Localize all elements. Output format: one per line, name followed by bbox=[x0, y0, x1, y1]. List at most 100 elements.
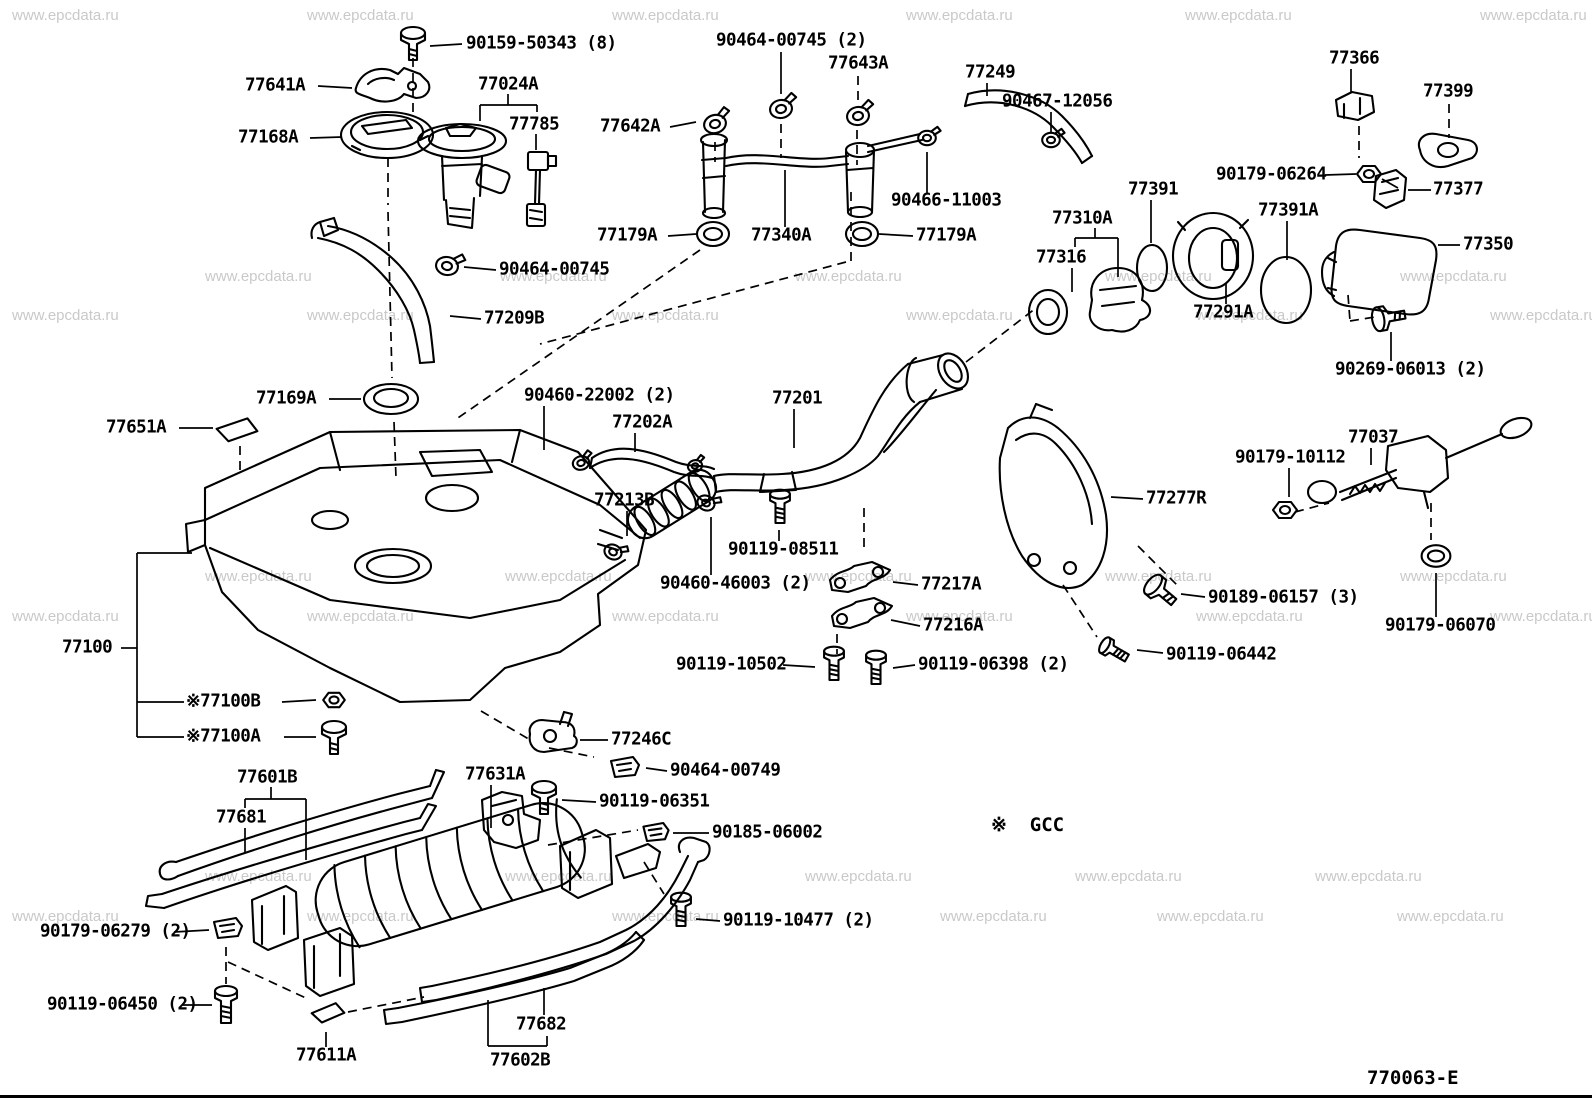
assembly-dashed-line bbox=[644, 862, 664, 894]
part-label-77350[interactable]: 77350 bbox=[1463, 234, 1514, 255]
part-label-77316[interactable]: 77316 bbox=[1036, 247, 1087, 268]
part-label-90464-00749[interactable]: 90464-00749 bbox=[670, 760, 781, 781]
part-label-90119-06450[interactable]: 90119-06450 (2) bbox=[47, 994, 198, 1015]
part-label-77202A[interactable]: 77202A bbox=[612, 412, 673, 433]
watermark-text: www.epcdata.ru bbox=[906, 7, 1013, 24]
watermark-text: www.epcdata.ru bbox=[1105, 568, 1212, 585]
bottom-border-line bbox=[0, 1095, 1592, 1098]
part-label-90119-06351[interactable]: 90119-06351 bbox=[599, 791, 710, 812]
assembly-dashed-line bbox=[540, 262, 846, 344]
part-label-77643A[interactable]: 77643A bbox=[828, 53, 889, 74]
part-label-90464-00745-2[interactable]: 90464-00745 (2) bbox=[716, 30, 867, 51]
filler-pipe-protector-77277R bbox=[1000, 404, 1107, 588]
part-label-90179-06070[interactable]: 90179-06070 bbox=[1385, 615, 1496, 636]
watermark-text: www.epcdata.ru bbox=[1157, 908, 1264, 925]
part-label-77399[interactable]: 77399 bbox=[1423, 81, 1474, 102]
part-label-77246C[interactable]: 77246C bbox=[611, 729, 672, 750]
part-label-77216A[interactable]: 77216A bbox=[923, 615, 984, 636]
watermark-text: www.epcdata.ru bbox=[795, 268, 902, 285]
part-label-77391[interactable]: 77391 bbox=[1128, 179, 1179, 200]
part-label-90189-06157[interactable]: 90189-06157 (3) bbox=[1208, 587, 1359, 608]
part-label-77277R[interactable]: 77277R bbox=[1146, 488, 1207, 509]
watermark-text: www.epcdata.ru bbox=[505, 568, 612, 585]
part-label-77366[interactable]: 77366 bbox=[1329, 48, 1380, 69]
part-label-77168A[interactable]: 77168A bbox=[238, 127, 299, 148]
part-label-77310A[interactable]: 77310A bbox=[1052, 208, 1113, 229]
pump-bracket-77641A bbox=[356, 68, 430, 101]
part-label-90464-00745[interactable]: 90464-00745 bbox=[499, 259, 610, 280]
part-label-90269-06013[interactable]: 90269-06013 (2) bbox=[1335, 359, 1486, 380]
tank-band-upper-77601B bbox=[160, 770, 444, 880]
assembly-dashed-line bbox=[348, 997, 424, 1012]
part-label-90185-06002[interactable]: 90185-06002 bbox=[712, 822, 823, 843]
part-label-77100[interactable]: 77100 bbox=[62, 637, 113, 658]
part-label-90119-10477[interactable]: 90119-10477 (2) bbox=[723, 910, 874, 931]
watermark-text: www.epcdata.ru bbox=[307, 7, 414, 24]
assembly-dashed-line bbox=[1138, 546, 1177, 585]
part-label-77391A[interactable]: 77391A bbox=[1258, 200, 1319, 221]
watermark-text: www.epcdata.ru bbox=[12, 307, 119, 324]
part-label-90119-08511[interactable]: 90119-08511 bbox=[728, 539, 839, 560]
leader-line bbox=[668, 234, 696, 236]
gasket-77391A bbox=[1261, 257, 1311, 323]
part-label-90119-10502[interactable]: 90119-10502 bbox=[676, 654, 787, 675]
assembly-dashed-line bbox=[1063, 585, 1097, 637]
fuel-sender-77785 bbox=[527, 152, 556, 226]
part-label-77100A[interactable]: ※77100A bbox=[186, 726, 261, 747]
part-label-90467-12056[interactable]: 90467-12056 bbox=[1002, 91, 1113, 112]
part-label-77641A[interactable]: 77641A bbox=[245, 75, 306, 96]
part-label-77631A[interactable]: 77631A bbox=[465, 764, 526, 785]
part-label-77217A[interactable]: 77217A bbox=[921, 574, 982, 595]
part-label-77602B[interactable]: 77602B bbox=[490, 1050, 551, 1071]
fuel-cap-77310A bbox=[1090, 268, 1150, 332]
leader-line bbox=[310, 137, 342, 138]
part-label-77340A[interactable]: 77340A bbox=[751, 225, 812, 246]
gasket-77391 bbox=[1137, 245, 1167, 291]
watermark-text: www.epcdata.ru bbox=[307, 908, 414, 925]
part-label-90460-22002[interactable]: 90460-22002 (2) bbox=[524, 385, 675, 406]
part-label-90179-10112[interactable]: 90179-10112 bbox=[1235, 447, 1346, 468]
part-label-77601B[interactable]: 77601B bbox=[237, 767, 298, 788]
part-label-77201[interactable]: 77201 bbox=[772, 388, 823, 409]
part-label-77037[interactable]: 77037 bbox=[1348, 427, 1399, 448]
part-label-90460-46003[interactable]: 90460-46003 (2) bbox=[660, 573, 811, 594]
leader-line bbox=[893, 665, 915, 668]
part-label-77651A[interactable]: 77651A bbox=[106, 417, 167, 438]
part-label-90466-11003[interactable]: 90466-11003 bbox=[891, 190, 1002, 211]
leader-line bbox=[430, 44, 462, 46]
part-label-77377[interactable]: 77377 bbox=[1433, 179, 1484, 200]
watermark-text: www.epcdata.ru bbox=[1185, 7, 1292, 24]
leader-line bbox=[282, 700, 316, 702]
part-label-77611A[interactable]: 77611A bbox=[296, 1045, 357, 1066]
assembly-dashed-line bbox=[549, 748, 594, 757]
ring-77169A bbox=[364, 384, 418, 414]
part-label-77642A[interactable]: 77642A bbox=[600, 116, 661, 137]
part-label-77249[interactable]: 77249 bbox=[965, 62, 1016, 83]
watermark-text: www.epcdata.ru bbox=[940, 908, 1047, 925]
leader-line bbox=[696, 919, 720, 921]
part-label-77169A[interactable]: 77169A bbox=[256, 388, 317, 409]
part-label-90119-06398[interactable]: 90119-06398 (2) bbox=[918, 654, 1069, 675]
watermark-text: www.epcdata.ru bbox=[612, 7, 719, 24]
part-label-77682[interactable]: 77682 bbox=[516, 1014, 567, 1035]
part-label-90159-50343[interactable]: 90159-50343 (8) bbox=[466, 33, 617, 54]
part-label-77100B[interactable]: ※77100B bbox=[186, 691, 261, 712]
part-label-77785[interactable]: 77785 bbox=[509, 114, 560, 135]
part-label-77291A[interactable]: 77291A bbox=[1193, 302, 1254, 323]
watermark-text: www.epcdata.ru bbox=[612, 608, 719, 625]
part-label-90119-06442[interactable]: 90119-06442 bbox=[1166, 644, 1277, 665]
breather-tube-77209B bbox=[311, 218, 434, 363]
part-label-77681[interactable]: 77681 bbox=[216, 807, 267, 828]
part-label-77213B[interactable]: 77213B bbox=[594, 490, 655, 511]
part-label-77024A[interactable]: 77024A bbox=[478, 74, 539, 95]
part-label-77179A-right[interactable]: 77179A bbox=[916, 225, 977, 246]
lid-lock-control-77037 bbox=[1308, 414, 1534, 508]
fuel-hose-77249 bbox=[965, 90, 1092, 163]
part-label-77179A-left[interactable]: 77179A bbox=[597, 225, 658, 246]
leader-line bbox=[174, 930, 209, 932]
part-label-90179-06264[interactable]: 90179-06264 bbox=[1216, 164, 1327, 185]
watermark-text: www.epcdata.ru bbox=[307, 608, 414, 625]
part-label-90179-06279[interactable]: 90179-06279 (2) bbox=[40, 921, 191, 942]
part-label-77209B[interactable]: 77209B bbox=[484, 308, 545, 329]
